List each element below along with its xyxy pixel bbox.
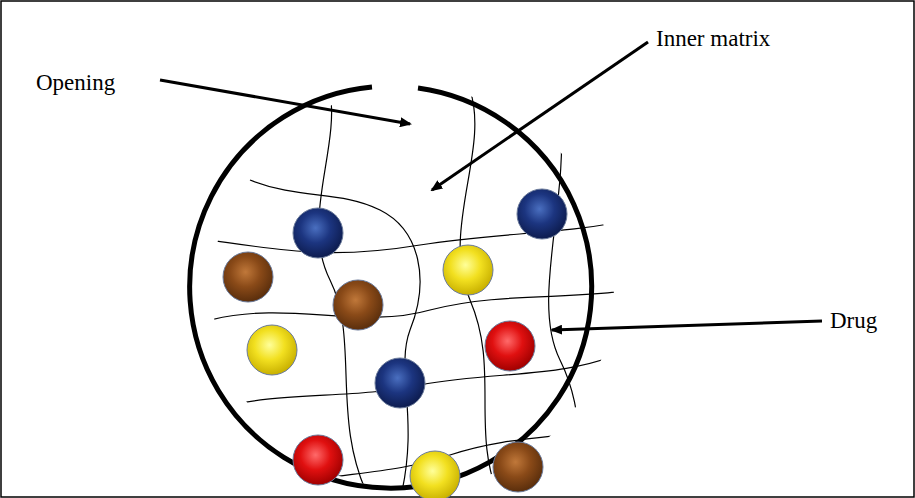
drug-particles [223,189,567,498]
part-label: Opening [36,70,115,95]
matrix-lines [210,90,640,498]
leader-arrows [160,42,822,330]
part-label: Drug [830,308,877,333]
outer-membrane [190,87,592,488]
part-label: Inner matrix [656,26,770,51]
